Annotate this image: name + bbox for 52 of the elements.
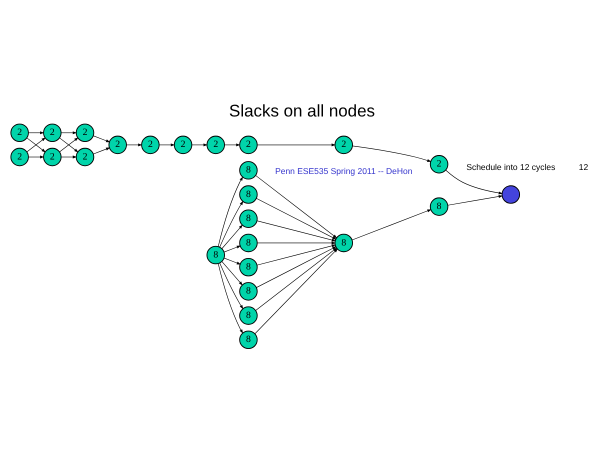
arrow — [352, 146, 432, 162]
arrow — [352, 209, 432, 240]
node-circle: 2 — [334, 136, 353, 154]
node-circle: 8 — [239, 306, 258, 325]
node-circle: 2 — [43, 124, 62, 142]
node-circle: 8 — [239, 185, 258, 204]
node-circle: 2 — [174, 136, 192, 154]
arrow — [126, 143, 142, 146]
node-circle: 2 — [10, 124, 29, 142]
node-circle: 2 — [108, 136, 127, 154]
arrow — [222, 224, 243, 250]
node-circle: 8 — [206, 246, 225, 264]
diagram-title: Slacks on all nodes — [229, 101, 375, 120]
arrow — [219, 200, 244, 248]
arrow — [192, 143, 208, 146]
arrow — [60, 131, 77, 134]
label: Penn ESE535 Spring 2011 -- DeHon — [275, 166, 412, 176]
arrow — [158, 143, 176, 146]
arrow — [219, 262, 244, 310]
node-circle — [502, 185, 520, 204]
node-circle: 8 — [239, 330, 258, 350]
node-circle: 2 — [141, 136, 160, 154]
arrow — [224, 143, 240, 146]
node-circle: 8 — [239, 258, 258, 276]
node-circle: 8 — [430, 197, 448, 216]
arrow — [256, 241, 336, 244]
arrow — [224, 258, 241, 265]
arrow — [93, 136, 110, 142]
arrow — [256, 143, 336, 146]
arrow — [93, 148, 110, 154]
node-circle: 2 — [206, 136, 225, 154]
label: Schedule into 12 cycles — [466, 162, 556, 172]
arrow — [256, 220, 336, 242]
node-circle: 2 — [76, 148, 94, 166]
node-circle: 2 — [10, 148, 29, 166]
arrow — [222, 261, 243, 286]
node-circle: 2 — [76, 124, 94, 142]
node-circle: 2 — [43, 148, 62, 166]
arrow — [218, 263, 244, 334]
arrow — [218, 176, 244, 247]
arrow — [60, 156, 77, 158]
arrow — [256, 175, 338, 238]
label: 12 — [578, 162, 588, 172]
node-circle: 2 — [239, 136, 258, 154]
arrow — [28, 156, 44, 158]
arrow — [447, 195, 503, 206]
node-circle: 2 — [430, 155, 448, 174]
arrow — [28, 131, 44, 134]
arrow — [445, 170, 503, 194]
arrow — [224, 246, 241, 252]
node-circle: 8 — [239, 234, 258, 252]
arrow — [256, 198, 337, 240]
